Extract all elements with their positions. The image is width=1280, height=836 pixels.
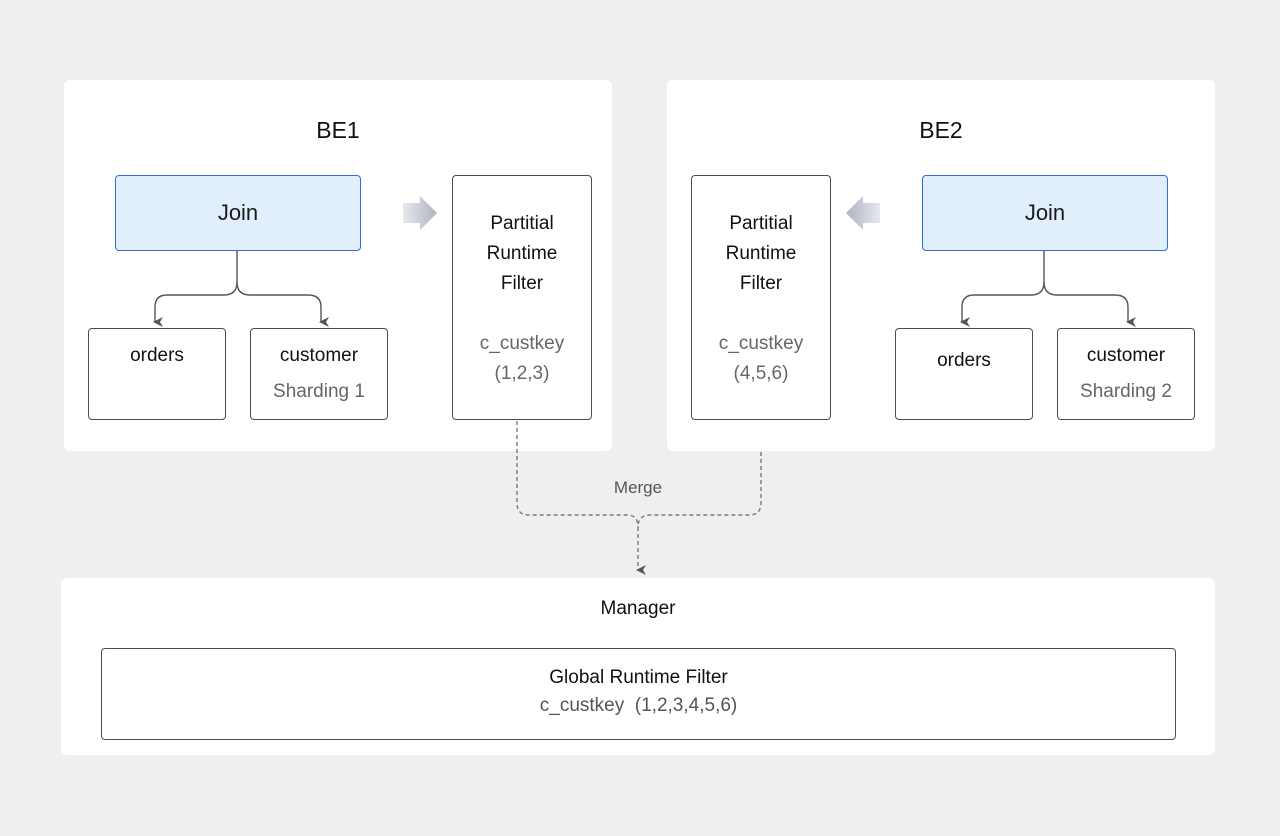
merge-edge xyxy=(516,421,762,575)
be2-customer-label: customer xyxy=(1086,345,1166,366)
be1-filter-line3: Filter xyxy=(500,273,544,294)
be1-title: BE1 xyxy=(316,117,360,143)
be1-orders-node: orders xyxy=(88,328,226,420)
be1-customer-label: customer xyxy=(279,345,359,366)
be2-customer-node: customer Sharding 2 xyxy=(1057,328,1195,420)
be1-to-filter-arrow-icon xyxy=(403,196,437,230)
be2-sharding-label: Sharding 2 xyxy=(1080,381,1172,402)
be1-join-to-customer-edge xyxy=(236,281,329,327)
be2-orders-label: orders xyxy=(937,350,991,371)
be1-filter-line1: Partitial xyxy=(490,213,554,234)
be2-filter-key: c_custkey xyxy=(718,333,804,354)
be2-join-to-orders-edge xyxy=(960,251,1045,327)
be1-join-node: Join xyxy=(115,175,361,251)
be2-join-to-customer-edge xyxy=(1043,281,1136,327)
be2-filter-values: (4,5,6) xyxy=(733,363,789,384)
be2-orders-node: orders xyxy=(895,328,1033,420)
manager-title: Manager xyxy=(600,598,676,619)
be1-customer-node: customer Sharding 1 xyxy=(250,328,388,420)
be2-join-node: Join xyxy=(922,175,1168,251)
be2-filter-line3: Filter xyxy=(739,273,783,294)
be1-filter-values: (1,2,3) xyxy=(494,363,550,384)
be2-to-filter-arrow-icon xyxy=(846,196,880,230)
global-filter-values: c_custkey (1,2,3,4,5,6) xyxy=(539,695,738,716)
be1-orders-label: orders xyxy=(130,345,184,366)
global-filter-title: Global Runtime Filter xyxy=(549,667,728,688)
merge-label: Merge xyxy=(613,478,663,497)
be2-filter-line2: Runtime xyxy=(725,243,797,264)
be1-join-to-orders-edge xyxy=(153,251,238,327)
be2-partial-filter-node: Partitial Runtime Filter c_custkey (4,5,… xyxy=(691,175,831,420)
global-filter-node: Global Runtime Filter c_custkey (1,2,3,4… xyxy=(101,648,1176,740)
be1-partial-filter-node: Partitial Runtime Filter c_custkey (1,2,… xyxy=(452,175,592,420)
be2-filter-line1: Partitial xyxy=(729,213,793,234)
be1-filter-line2: Runtime xyxy=(486,243,558,264)
be2-title: BE2 xyxy=(919,117,963,143)
be1-sharding-label: Sharding 1 xyxy=(273,381,365,402)
be1-filter-key: c_custkey xyxy=(479,333,565,354)
